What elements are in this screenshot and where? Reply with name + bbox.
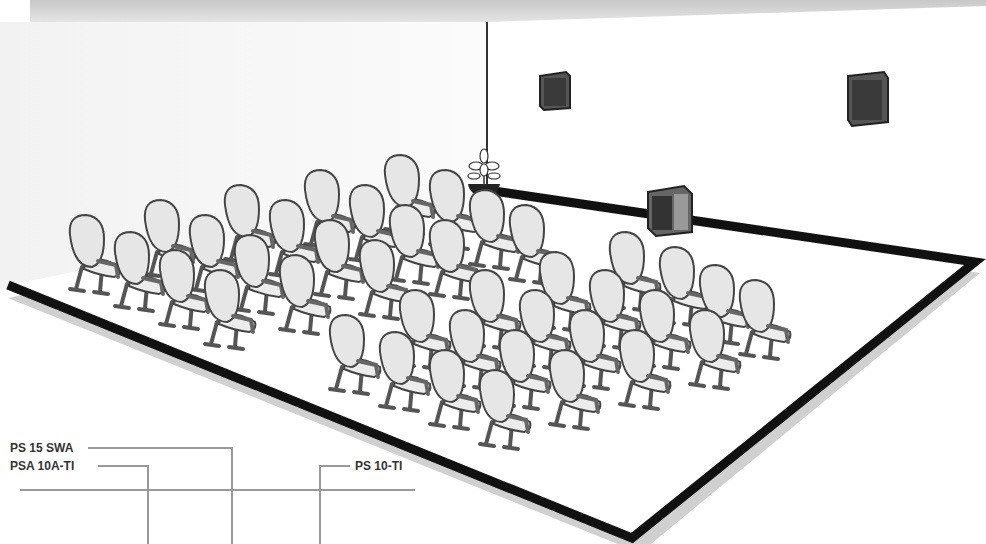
chair (550, 350, 601, 429)
chair (620, 330, 671, 409)
chair (235, 235, 286, 314)
chair (430, 350, 481, 429)
stage-edge (8, 190, 975, 538)
potted-plant (468, 149, 500, 196)
chair (115, 232, 166, 311)
part-label: PSA 10A-TI (10, 459, 74, 473)
speaker (848, 72, 888, 126)
leader-lines (20, 448, 415, 544)
seating (70, 155, 791, 449)
floor-speaker (648, 186, 692, 236)
chair (160, 250, 211, 329)
ceiling (30, 0, 986, 22)
chair (690, 310, 741, 389)
chair (205, 270, 256, 349)
chair (70, 215, 121, 294)
part-label: PS 10-TI (355, 459, 402, 473)
chair (380, 332, 431, 411)
speaker (540, 72, 570, 110)
part-label: PS 15 SWA (10, 441, 73, 455)
chair (330, 315, 381, 394)
chair (280, 255, 331, 334)
chair (740, 280, 791, 359)
floor (8, 190, 975, 538)
chair (480, 370, 531, 449)
chair (315, 220, 366, 299)
